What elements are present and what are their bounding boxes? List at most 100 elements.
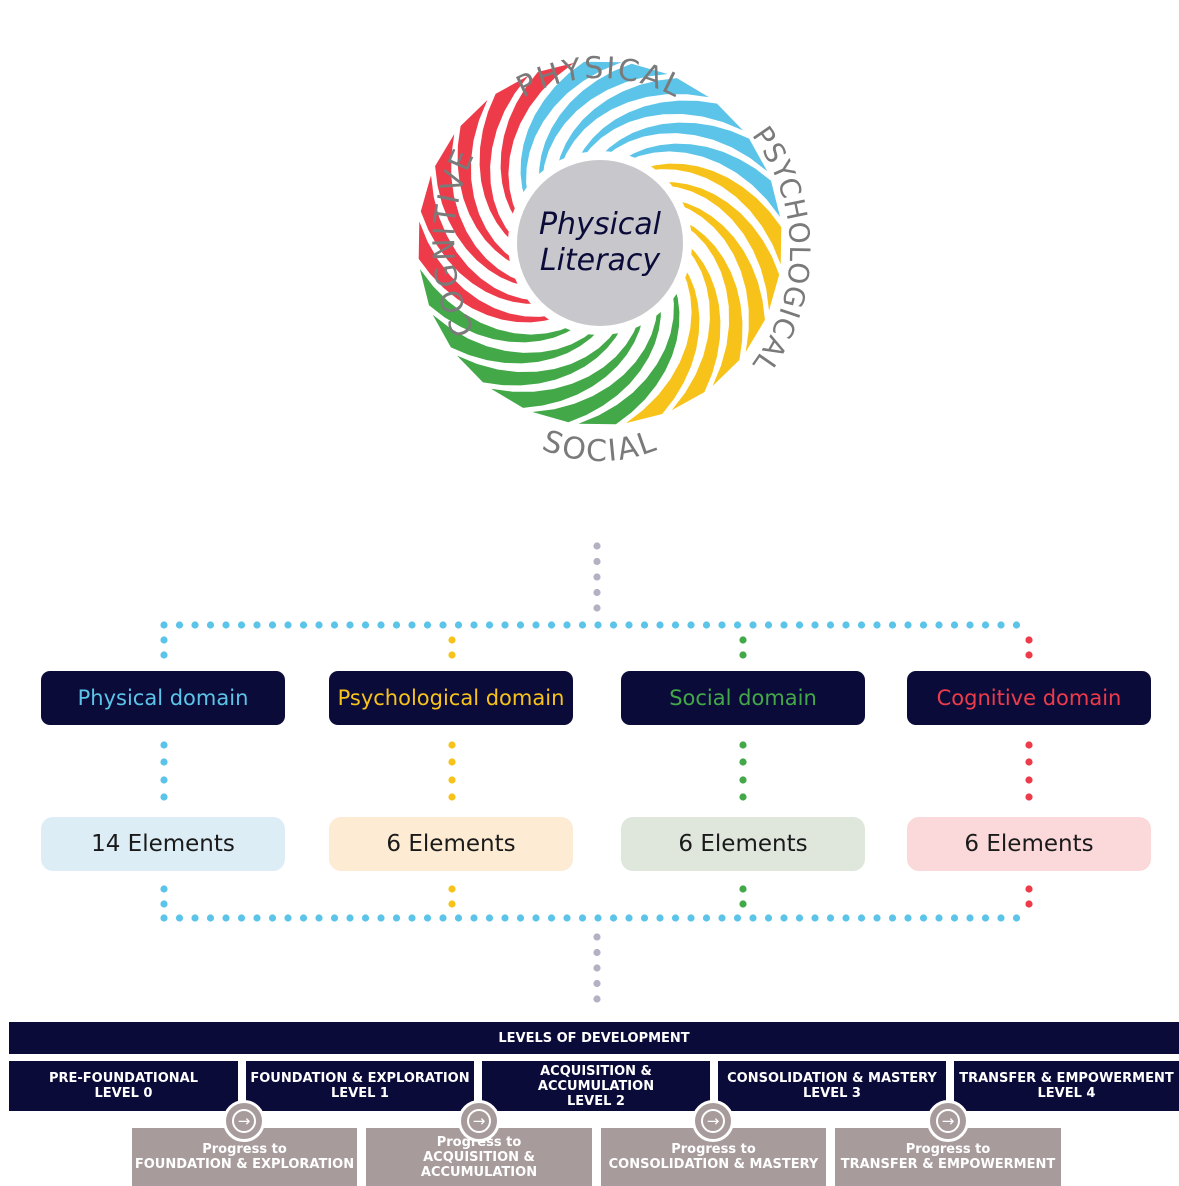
connector-dot <box>609 914 618 922</box>
connector-dot <box>237 621 246 629</box>
connector-dot <box>593 979 601 988</box>
connector-dot <box>919 621 928 629</box>
connector-dot <box>408 621 416 629</box>
connector-dot <box>702 914 711 922</box>
progress-arrow-icon: → <box>927 1100 969 1142</box>
connector-dot <box>578 621 587 629</box>
connector-dot <box>160 776 168 784</box>
progress-prefix: Progress to <box>202 1142 287 1157</box>
connector-dot <box>160 914 168 922</box>
label-physical: PHYSICAL <box>511 51 689 106</box>
wheel-blade <box>419 269 578 343</box>
wheel-blade <box>578 286 680 425</box>
connector-dot <box>470 621 478 629</box>
connector-dot <box>739 651 747 659</box>
connector-dot <box>739 741 747 749</box>
connector-dot <box>966 914 974 922</box>
wheel-blade <box>622 143 781 217</box>
wheel-blade <box>432 314 600 364</box>
connector-dots <box>160 542 1033 1003</box>
connector-dot <box>764 621 773 629</box>
connector-dot <box>470 914 478 922</box>
connector-dot <box>739 636 747 644</box>
connector-dot <box>268 914 277 922</box>
level-box-1: FOUNDATION & EXPLORATION LEVEL 1 <box>246 1061 474 1111</box>
connector-dot <box>191 621 199 629</box>
level-name: CONSOLIDATION & MASTERY <box>727 1071 937 1086</box>
wheel-blade <box>600 122 768 172</box>
wheel-blade <box>457 100 517 266</box>
connector-dot <box>423 914 432 922</box>
connector-dot <box>935 914 943 922</box>
connector-dot <box>749 914 757 922</box>
level-name: PRE-FOUNDATIONAL <box>48 1071 198 1086</box>
wheel-blade <box>671 243 721 411</box>
connector-dot <box>593 573 601 581</box>
elements-count: 6 Elements <box>386 831 516 857</box>
connector-dot <box>888 914 897 922</box>
connector-dot <box>671 914 680 922</box>
connector-dot <box>448 776 456 784</box>
progress-box-4: Progress to TRANSFER & EMPOWERMENT <box>835 1128 1061 1186</box>
wheel-blade <box>491 317 643 408</box>
connector-dot <box>950 914 959 922</box>
connector-dot <box>780 914 788 922</box>
elements-count: 6 Elements <box>678 831 808 857</box>
connector-dot <box>516 914 525 922</box>
level-name: ACQUISITION & ACCUMULATION <box>537 1063 655 1094</box>
progress-prefix: Progress to <box>671 1142 756 1157</box>
connector-dot <box>423 621 432 629</box>
connector-dot <box>702 621 711 629</box>
connector-dot <box>842 621 850 629</box>
connector-dot <box>1025 741 1033 749</box>
connector-dot <box>811 621 819 629</box>
domain-label: Cognitive domain <box>936 686 1122 710</box>
label-social: SOCIAL <box>538 424 662 470</box>
connector-dot <box>780 621 788 629</box>
wheel-blade <box>683 220 743 386</box>
wheel-blade <box>532 303 661 423</box>
connector-dot <box>718 914 726 922</box>
connector-dot <box>904 914 912 922</box>
connector-dot <box>842 914 850 922</box>
level-name: FOUNDATION & EXPLORATION <box>250 1071 470 1086</box>
connector-dot <box>733 914 742 922</box>
connector-dot <box>454 914 463 922</box>
wheel-blade <box>479 75 529 243</box>
connector-dot <box>873 621 881 629</box>
connector-dot <box>687 914 695 922</box>
connector-dot <box>981 621 990 629</box>
connector-dot <box>950 621 959 629</box>
connector-dot <box>640 621 649 629</box>
level-box-4: TRANSFER & EMPOWERMENT LEVEL 4 <box>954 1061 1179 1111</box>
connector-dot <box>687 621 695 629</box>
connector-dot <box>206 621 215 629</box>
connector-dot <box>997 914 1005 922</box>
connector-dot <box>625 621 633 629</box>
connector-dot <box>935 621 943 629</box>
connector-dot <box>377 621 385 629</box>
connector-dot <box>547 621 556 629</box>
connector-dot <box>739 758 747 766</box>
connector-dot <box>739 793 747 801</box>
progress-target: CONSOLIDATION & MASTERY <box>608 1157 819 1172</box>
arrow-right-icon: → <box>467 1109 491 1133</box>
connector-dot <box>1025 636 1033 644</box>
connector-dot <box>408 914 416 922</box>
elements-box-psychological: 6 Elements <box>329 817 573 871</box>
connector-dot <box>997 621 1005 629</box>
elements-box-physical: 14 Elements <box>41 817 285 871</box>
connector-dot <box>160 900 168 908</box>
connector-dot <box>749 621 757 629</box>
connector-dot <box>439 914 447 922</box>
wheel-blade <box>435 134 526 286</box>
connector-dot <box>593 588 601 597</box>
center-disc <box>517 160 683 326</box>
elements-box-social: 6 Elements <box>621 817 865 871</box>
progress-arrow-icon: → <box>692 1100 734 1142</box>
progress-target: FOUNDATION & EXPLORATION <box>134 1157 355 1172</box>
connector-dot <box>739 900 747 908</box>
connector-dot <box>516 621 525 629</box>
domain-box-psychological: Psychological domain <box>329 671 573 725</box>
